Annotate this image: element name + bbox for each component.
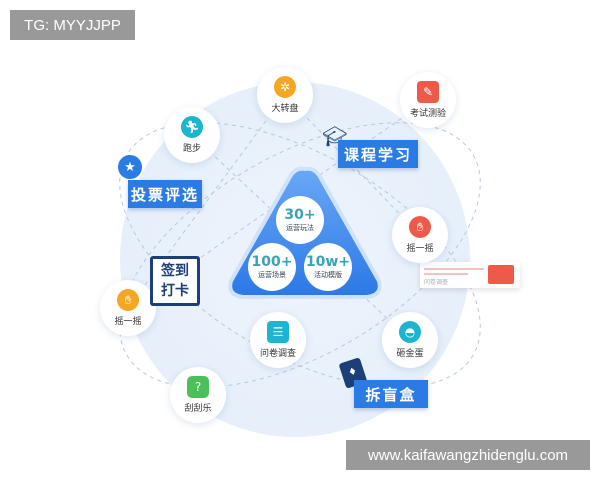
stat-value: 30+ [284, 206, 316, 223]
node-shake-right[interactable]: ✋︎ 摇一摇 [392, 207, 448, 263]
stat-play-modes: 30+运营玩法 [276, 196, 324, 244]
tag-checkin[interactable]: 签到 打卡 [150, 256, 200, 306]
node-label: 问卷调查 [259, 349, 296, 359]
medal-star-icon: ★ [118, 155, 142, 179]
stat-templates: 10w+活动模版 [304, 243, 352, 291]
node-label: 考试测验 [409, 109, 446, 119]
survey-card-button [488, 265, 514, 284]
stat-caption: 活动模版 [314, 270, 342, 279]
watermark-top: TG: MYYJJPP [10, 10, 135, 40]
golden-egg-icon: ◓ [399, 321, 421, 343]
survey-card: 问卷调查 [420, 262, 520, 288]
wheel-icon: ✲ [274, 76, 296, 98]
node-golden-egg[interactable]: ◓ 砸金蛋 [382, 312, 438, 368]
node-label: 大转盘 [271, 104, 299, 114]
node-scratch[interactable]: ? 刮刮乐 [170, 367, 226, 423]
stat-scenarios: 100+运营场景 [248, 243, 296, 291]
stat-value: 100+ [251, 253, 293, 270]
exam-icon: ✎ [417, 81, 439, 103]
tag-vote[interactable]: 投票评选 [128, 180, 202, 208]
tag-blindbox[interactable]: 拆盲盒 [354, 380, 428, 408]
node-exam[interactable]: ✎ 考试测验 [400, 72, 456, 128]
shake-hand-icon: ✋︎ [409, 216, 431, 238]
node-label: 跑步 [182, 144, 201, 154]
node-label: 砸金蛋 [396, 349, 424, 359]
watermark-bottom: www.kaifawangzhidenglu.com [346, 440, 590, 470]
node-label: 刮刮乐 [184, 404, 212, 414]
node-wheel[interactable]: ✲ 大转盘 [257, 67, 313, 123]
checkin-line-1: 签到 [161, 263, 189, 279]
running-icon: 🏃︎ [181, 116, 203, 138]
survey-icon: ☰ [267, 321, 289, 343]
node-label: 摇一摇 [114, 317, 142, 327]
node-survey[interactable]: ☰ 问卷调查 [250, 312, 306, 368]
scratch-card-icon: ? [187, 376, 209, 398]
stat-value: 10w+ [305, 253, 351, 270]
survey-card-text: 问卷调查 [424, 279, 449, 286]
node-label: 摇一摇 [406, 244, 434, 254]
stat-caption: 运营场景 [258, 270, 286, 279]
node-shake-left[interactable]: ✋︎ 摇一摇 [100, 280, 156, 336]
stat-caption: 运营玩法 [286, 223, 314, 232]
tag-course[interactable]: 课程学习 [338, 140, 418, 168]
node-running[interactable]: 🏃︎ 跑步 [164, 107, 220, 163]
shake-hand-icon: ✋︎ [117, 289, 139, 311]
checkin-line-2: 打卡 [161, 283, 189, 299]
